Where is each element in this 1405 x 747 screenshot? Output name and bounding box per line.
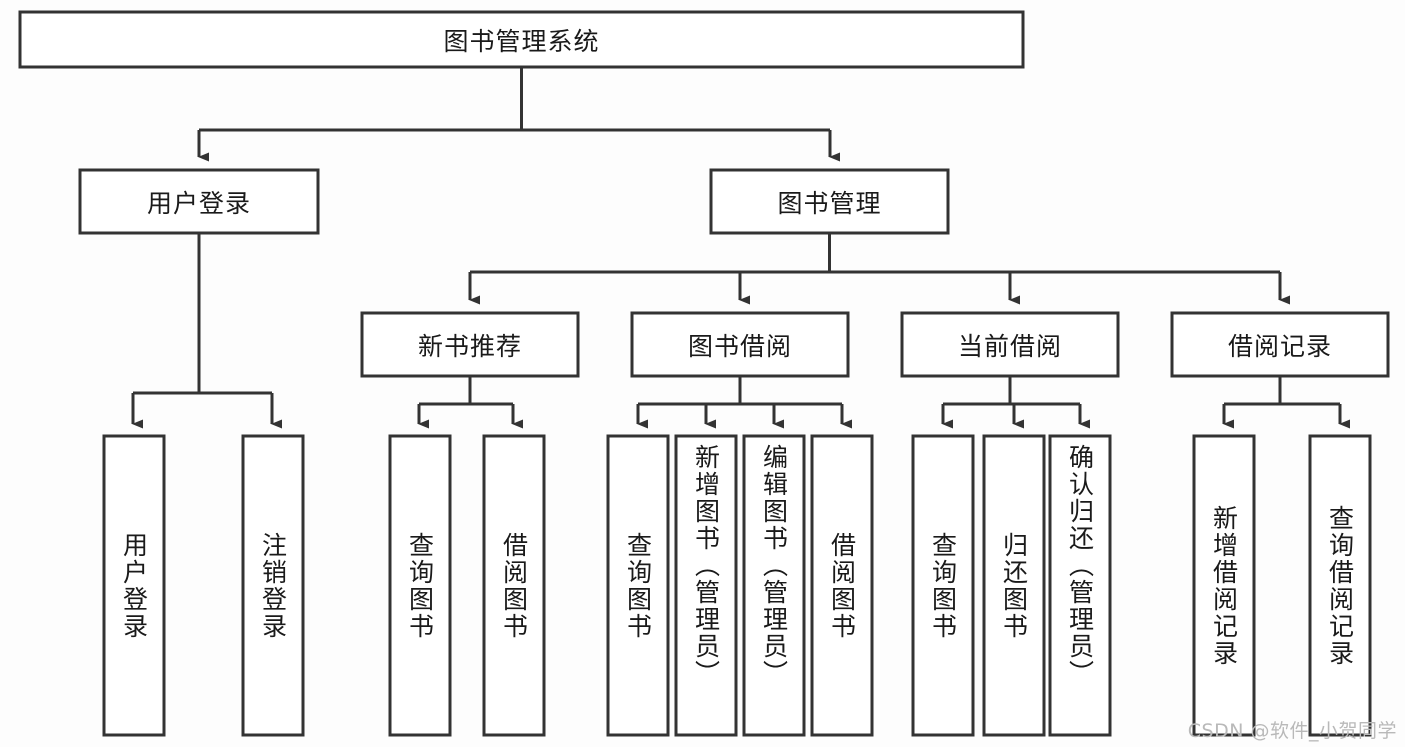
node-box-leaf-borrow-book-1[interactable] [482,434,546,737]
node-box-leaf-add-record[interactable] [1192,434,1256,737]
node-box-leaf-query-book-2[interactable] [606,434,670,737]
node-box-leaf-query-book-1[interactable] [388,434,452,737]
node-box-borrow-record[interactable] [1170,311,1390,378]
node-box-book-borrow[interactable] [630,311,850,378]
edges-layer [131,67,1350,429]
node-box-leaf-user-login[interactable] [102,434,166,737]
node-box-root[interactable] [18,10,1025,69]
csdn-watermark: CSDN @软件_小贺同学 [1187,720,1397,742]
node-box-leaf-logout-login[interactable] [241,434,305,737]
node-box-book-manage[interactable] [709,168,950,235]
node-box-current-borrow[interactable] [900,311,1120,378]
node-box-leaf-add-book[interactable] [674,434,738,737]
node-box-leaf-query-book-3[interactable] [911,434,975,737]
node-box-leaf-query-record[interactable] [1308,434,1372,737]
boxes-layer [18,10,1390,737]
node-box-new-book-rec[interactable] [360,311,580,378]
node-box-leaf-borrow-book-2[interactable] [810,434,874,737]
node-box-leaf-edit-book[interactable] [742,434,806,737]
node-box-leaf-return-book[interactable] [982,434,1046,737]
node-box-leaf-confirm-return[interactable] [1048,434,1112,737]
node-box-user-login[interactable] [78,168,320,235]
